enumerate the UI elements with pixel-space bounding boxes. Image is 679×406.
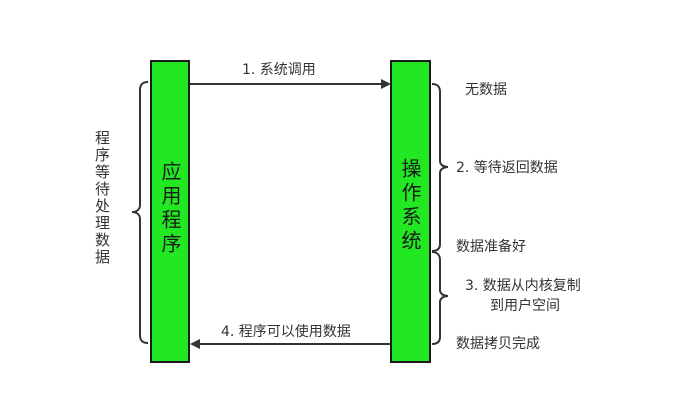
copy-line-1: 3. 数据从内核复制	[465, 278, 581, 294]
right-brace-copy	[431, 251, 449, 345]
os-box	[390, 60, 431, 363]
copy-line-2: 到用户空间	[490, 298, 560, 314]
right-brace-wait	[431, 83, 449, 252]
left-note: 程序等待处理数据	[93, 130, 111, 266]
app-box-label: 应用程序	[158, 161, 182, 257]
wait-label: 2. 等待返回数据	[456, 160, 558, 176]
left-brace	[131, 81, 149, 344]
copy-done-label: 数据拷贝完成	[456, 336, 540, 352]
ready-label: 数据准备好	[456, 239, 526, 255]
usedata-label: 4. 程序可以使用数据	[221, 324, 351, 340]
syscall-label: 1. 系统调用	[242, 62, 316, 78]
app-box	[150, 60, 190, 363]
no-data-label: 无数据	[465, 82, 507, 98]
os-box-label: 操作系统	[398, 158, 422, 254]
